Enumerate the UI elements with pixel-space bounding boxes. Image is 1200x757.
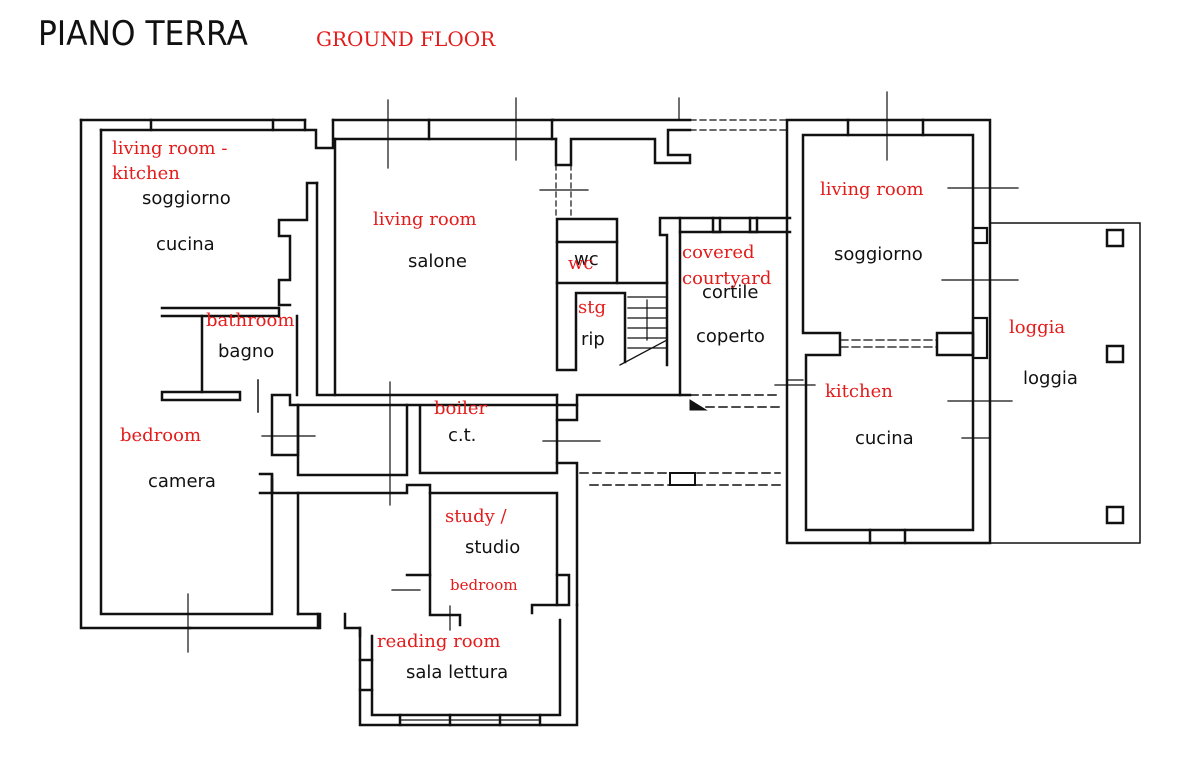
label-it-soggiorno-east: soggiorno — [834, 244, 923, 265]
label-en-wc: wc — [568, 253, 594, 274]
wall-reading — [358, 603, 579, 727]
label-it-cucina-west: cucina — [156, 234, 215, 255]
label-en-kitchen-east: kitchen — [825, 381, 893, 402]
label-it-bagno: bagno — [218, 341, 275, 362]
wall-boiler — [405, 403, 559, 475]
label-it-salone: salone — [408, 251, 467, 272]
dashed-east-opening — [839, 339, 938, 348]
stair-treads — [619, 296, 668, 366]
label-it-camera: camera — [148, 471, 216, 492]
label-en-living-room-east: living room — [820, 179, 924, 200]
label-en-courtyard: courtyard — [682, 268, 772, 289]
label-en-bathroom: bathroom — [206, 310, 295, 331]
label-en-bedroom: bedroom — [120, 425, 202, 446]
wall-salone-north — [331, 118, 558, 141]
loggia-outline — [989, 222, 1141, 544]
label-en-loggia: loggia — [1009, 317, 1066, 338]
label-it-sala-lettura: sala lettura — [406, 662, 509, 683]
wall-east-inner — [801, 133, 975, 532]
label-en-study: study / — [445, 506, 507, 527]
wall-bath-bottom — [160, 390, 242, 402]
loggia-column-1 — [1105, 228, 1125, 248]
wall-west-outer — [79, 118, 192, 630]
pier-east-2 — [971, 316, 989, 360]
label-it-ct: c.t. — [448, 425, 477, 446]
wall-rip — [555, 281, 627, 372]
label-it-studio: studio — [465, 537, 521, 558]
wall-reading-inner — [370, 618, 562, 717]
label-it-wc: wc — [574, 249, 599, 270]
label-it-rip: rip — [581, 329, 605, 350]
label-en-living-kitchen-2: kitchen — [112, 163, 180, 184]
link-window — [669, 472, 696, 486]
wall-west-inner — [99, 128, 274, 616]
label-it-cucina-east: cucina — [855, 428, 914, 449]
wall-wc — [555, 240, 619, 285]
wall-partition-salone-west — [315, 137, 337, 397]
wall-east-link — [774, 379, 816, 386]
label-en-living-room-salone: living room — [373, 209, 477, 230]
window-courtyard-1 — [711, 216, 759, 234]
label-it-cortile: cortile — [702, 282, 759, 303]
page-title: PIANO TERRA — [38, 14, 248, 54]
dashed-opening-ne — [689, 119, 788, 131]
dashed-link-lower — [579, 472, 781, 486]
label-en-study-bedroom: bedroom — [450, 576, 518, 594]
page-subtitle: GROUND FLOOR — [316, 27, 496, 51]
label-en-storage: stg — [578, 297, 606, 318]
wall-camera-bottom — [188, 612, 322, 630]
window-sw — [316, 612, 362, 638]
dashed-opening-salone — [555, 164, 572, 219]
east-wing-walls — [774, 91, 1019, 545]
wall-camera-door — [258, 472, 274, 495]
window-east-south — [868, 528, 907, 545]
label-it-coperto: coperto — [696, 326, 765, 347]
dashed-link-upper — [689, 394, 781, 408]
window-salone-1 — [427, 118, 554, 141]
wall-wc-box — [555, 217, 619, 244]
wall-stair-outer — [615, 216, 682, 397]
wall-boiler-east — [555, 393, 692, 407]
central-walls — [333, 97, 792, 727]
door-swing-link — [689, 399, 708, 411]
wall-corridor-east — [555, 403, 579, 607]
wall-pier-nw — [303, 118, 335, 150]
label-en-boiler: boiler — [434, 398, 488, 419]
wall-corridor-west — [270, 393, 300, 457]
wall-niche-1 — [277, 181, 319, 307]
pier-east-1 — [971, 226, 989, 245]
window-reading-west — [358, 658, 374, 692]
wall-east-mid-partition — [935, 331, 975, 357]
label-it-loggia: loggia — [1023, 368, 1078, 389]
wall-studio-west-box — [296, 483, 432, 577]
label-it-soggiorno-west: soggiorno — [142, 188, 231, 209]
window-east-north — [846, 118, 925, 137]
wall-corridor-hall — [296, 403, 409, 477]
wall-corridor-lower — [270, 473, 300, 616]
label-en-living-kitchen-1: living room - — [112, 138, 228, 159]
label-en-reading-room: reading room — [377, 631, 501, 652]
wall-ne-pier — [551, 118, 692, 167]
window-north-1 — [149, 118, 275, 132]
wall-studio-window — [555, 573, 571, 607]
loggia-column-2 — [1105, 344, 1125, 364]
loggia-column-3 — [1105, 505, 1125, 525]
wall-studio-inner — [405, 573, 462, 627]
loggia-border — [989, 222, 1141, 544]
label-en-covered: covered — [682, 242, 755, 263]
wall-courtyard-north — [678, 216, 792, 234]
